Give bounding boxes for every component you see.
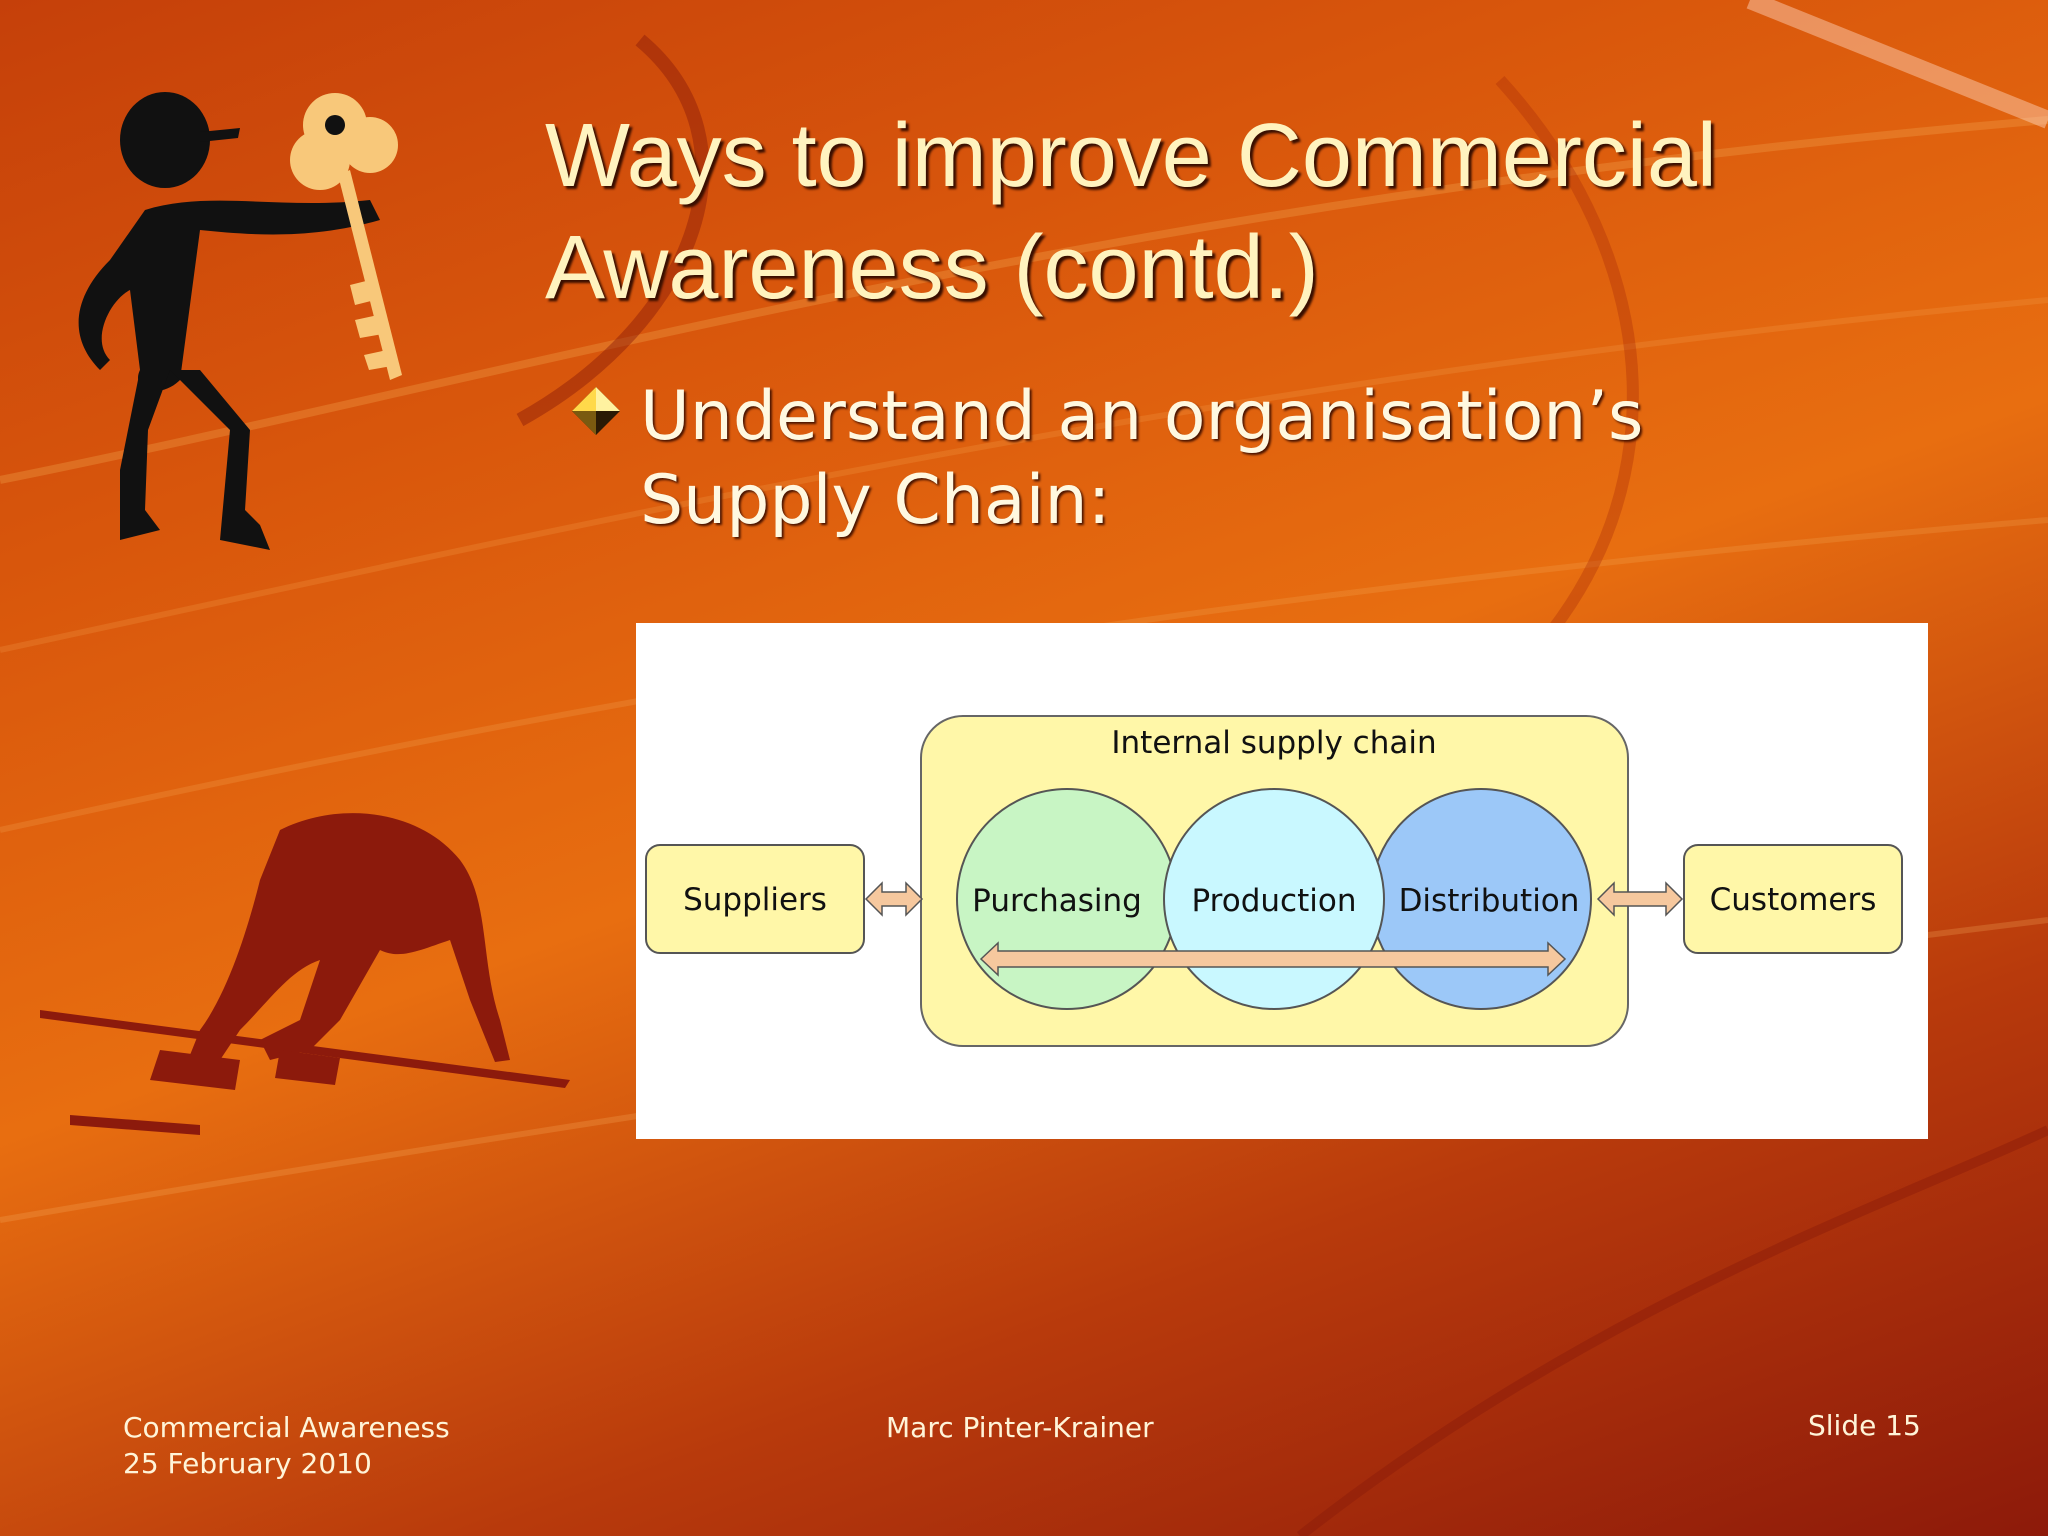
slide-number: Slide 15 bbox=[1808, 1409, 1921, 1442]
customers-arrow bbox=[1596, 881, 1684, 917]
supply-chain-svg: Internal supply chain Suppliers Customer… bbox=[645, 715, 1903, 1047]
man-holding-key-icon bbox=[78, 92, 402, 550]
customers-box bbox=[1683, 844, 1903, 954]
suppliers-box bbox=[645, 844, 865, 954]
customers-label: Customers bbox=[1710, 882, 1877, 918]
production-label: Production bbox=[1192, 883, 1357, 919]
diamond-bullet-icon bbox=[572, 387, 620, 435]
footer-author: Marc Pinter-Krainer bbox=[886, 1411, 1154, 1444]
slide-title: Ways to improve Commercial Awareness (co… bbox=[545, 100, 1945, 324]
supply-chain-diagram: Internal supply chain Suppliers Customer… bbox=[636, 623, 1928, 1139]
suppliers-arrow bbox=[864, 881, 924, 917]
sprinter-at-start-icon bbox=[40, 813, 570, 1135]
distribution-label: Distribution bbox=[1399, 883, 1580, 919]
footer-title: Commercial Awareness bbox=[123, 1411, 450, 1444]
title-line-2: Awareness (contd.) bbox=[545, 218, 1319, 318]
title-line-1: Ways to improve Commercial bbox=[545, 106, 1717, 206]
bullet-line-2: Supply Chain: bbox=[640, 461, 1111, 540]
footer-date: 25 February 2010 bbox=[123, 1447, 372, 1480]
internal-flow-arrow bbox=[979, 941, 1567, 977]
footer-left: Commercial Awareness 25 February 2010 bbox=[123, 1410, 450, 1482]
internal-supply-chain-label: Internal supply chain bbox=[1111, 725, 1436, 761]
suppliers-label: Suppliers bbox=[683, 882, 827, 918]
bullet-text: Understand an organisation’s Supply Chai… bbox=[640, 375, 1643, 543]
purchasing-label: Purchasing bbox=[972, 883, 1142, 919]
bullet-line-1: Understand an organisation’s bbox=[640, 377, 1644, 456]
